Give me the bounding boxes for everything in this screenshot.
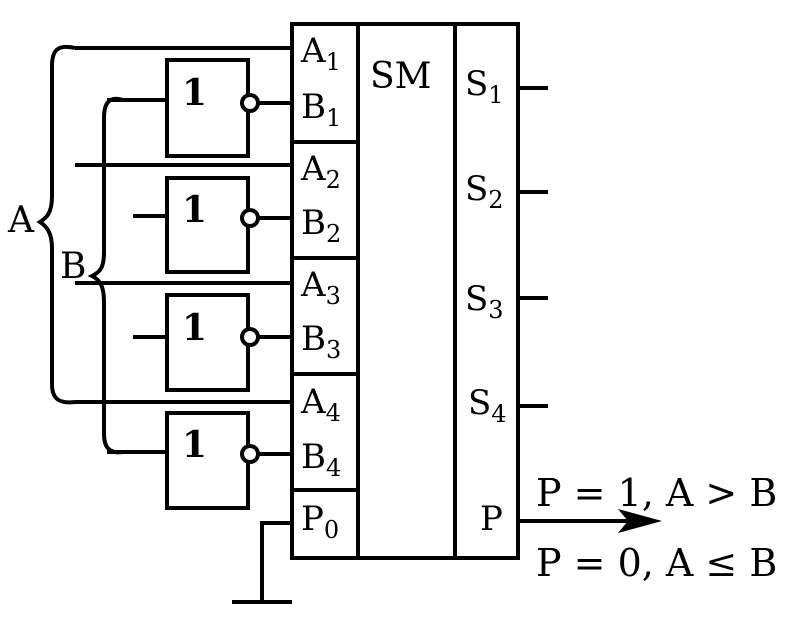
inverter-gate-3 xyxy=(165,293,250,392)
pin-label-b2: B2 xyxy=(301,203,341,248)
inverter-gate-1 xyxy=(165,58,250,158)
bus-a-label: A xyxy=(7,200,35,241)
pin-label-s3: S3 xyxy=(465,279,504,324)
pin-label-p: P xyxy=(480,499,503,539)
carry-out-arrowhead xyxy=(618,509,662,533)
pin-label-a1: A1 xyxy=(300,31,341,76)
gate-label-3: 1 xyxy=(182,307,207,349)
carry-in-ground-wire xyxy=(260,521,292,602)
pin-label-s2: S2 xyxy=(465,169,504,214)
inversion-bubble-1 xyxy=(240,93,260,113)
gate-label-1: 1 xyxy=(182,72,207,114)
pin-label-s1: S1 xyxy=(465,64,504,109)
pin-label-b3: B3 xyxy=(301,319,341,364)
bus-b-label: B xyxy=(60,246,86,287)
pin-label-s4: S4 xyxy=(468,383,507,428)
pin-label-a4: A4 xyxy=(300,382,341,427)
pin-label-a2: A2 xyxy=(300,149,341,194)
pin-label-a3: A3 xyxy=(300,265,341,310)
result-note-less-equal: P = 0, A ≤ B xyxy=(536,541,777,585)
pin-label-b4: B4 xyxy=(301,437,341,482)
inverter-gate-2 xyxy=(165,176,250,274)
inversion-bubble-3 xyxy=(240,327,260,347)
bus-a-brace xyxy=(36,44,76,405)
gate-label-2: 1 xyxy=(182,189,207,231)
bus-b-brace xyxy=(87,96,124,455)
inversion-bubble-2 xyxy=(240,208,260,228)
inversion-bubble-4 xyxy=(240,444,260,464)
adder-block xyxy=(290,22,520,560)
pin-label-p0: P0 xyxy=(301,499,339,544)
gate-label-4: 1 xyxy=(182,424,207,466)
inverter-gate-4 xyxy=(165,411,250,510)
pin-label-b1: B1 xyxy=(301,87,341,132)
block-title: SM xyxy=(370,56,432,97)
result-note-greater: P = 1, A > B xyxy=(536,471,777,515)
